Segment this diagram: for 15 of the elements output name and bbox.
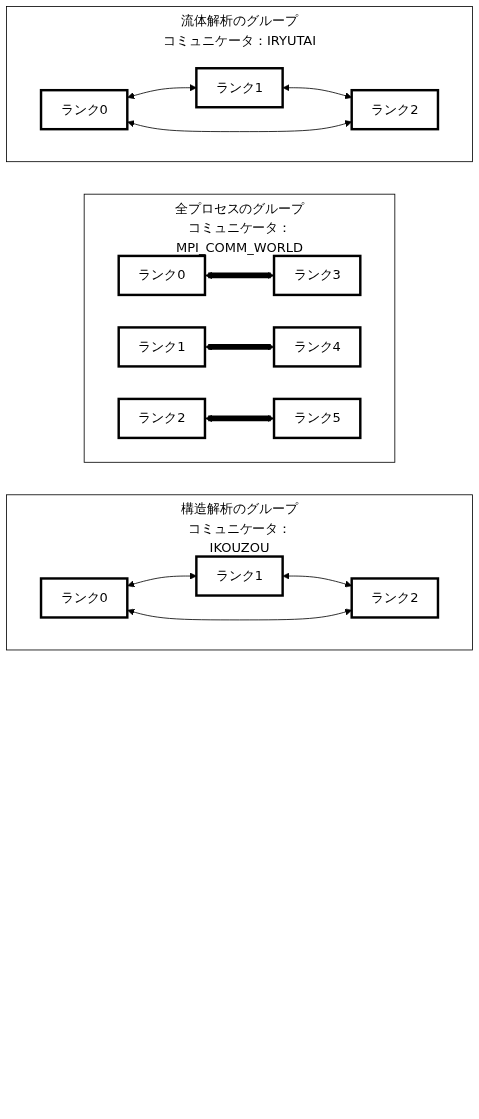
node-box: ランク2: [117, 397, 207, 440]
node-box: ランク3: [272, 254, 362, 297]
node-box: ランク1: [117, 326, 207, 368]
node-box: ランク4: [272, 326, 362, 368]
node-box: ランク1: [195, 555, 284, 597]
node-box: ランク0: [39, 577, 129, 619]
arrow: [204, 343, 275, 351]
node-box: ランク5: [272, 397, 362, 440]
node-box: ランク0: [117, 254, 207, 297]
arrow: [204, 414, 275, 422]
node-box: ランク1: [195, 67, 284, 109]
node-box: ランク2: [350, 88, 440, 131]
arrow: [204, 271, 275, 279]
node-box: ランク2: [350, 577, 440, 619]
node-box: ランク0: [39, 88, 129, 131]
